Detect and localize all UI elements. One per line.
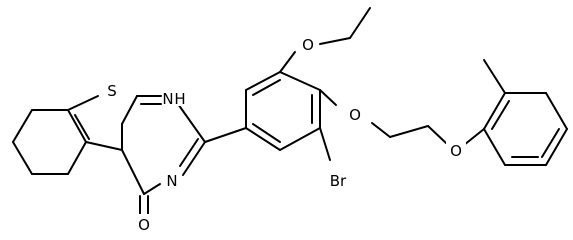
bond (483, 128, 506, 166)
bond (319, 127, 331, 161)
bond (182, 141, 206, 176)
imine-nitrogen-atom: N (166, 172, 177, 190)
bond (545, 128, 568, 166)
bonds (12, 7, 568, 216)
bond (143, 183, 161, 195)
ether-oxygen-atom: O (349, 106, 361, 124)
bond (67, 95, 99, 111)
nh-hydrogen-atom: H (174, 90, 185, 108)
bond (245, 71, 281, 91)
bond (349, 7, 371, 39)
ethoxy-oxygen-atom: O (302, 36, 314, 54)
bond (371, 122, 391, 138)
bond (491, 100, 510, 130)
bond (12, 141, 33, 175)
bond (279, 51, 296, 73)
bond (279, 127, 321, 151)
bond (545, 92, 568, 130)
bond (279, 71, 321, 91)
bond (12, 109, 33, 143)
bromine-atom: Br (330, 172, 347, 190)
bond (541, 128, 560, 158)
bond (121, 149, 145, 195)
bond (252, 123, 281, 143)
bond (74, 114, 90, 140)
bond (252, 79, 281, 96)
bond (463, 128, 485, 146)
bond (179, 138, 199, 167)
bond (427, 125, 447, 144)
bond (177, 103, 206, 143)
bond (85, 141, 123, 151)
bond (319, 89, 337, 106)
bond (121, 95, 138, 125)
bond (67, 109, 87, 143)
bond (483, 59, 506, 94)
aryl-ether-oxygen-atom: O (450, 142, 462, 160)
bond (319, 37, 351, 45)
bond (389, 125, 429, 138)
bond (67, 141, 87, 175)
bond (245, 127, 281, 151)
sulfur-atom: S (107, 82, 117, 100)
nh-nitrogen-atom: N (162, 90, 173, 108)
bond (204, 127, 247, 143)
atom-labels: S N H N O O O O Br (101, 34, 466, 234)
bond (483, 92, 506, 130)
carbonyl-oxygen-atom: O (138, 216, 150, 234)
